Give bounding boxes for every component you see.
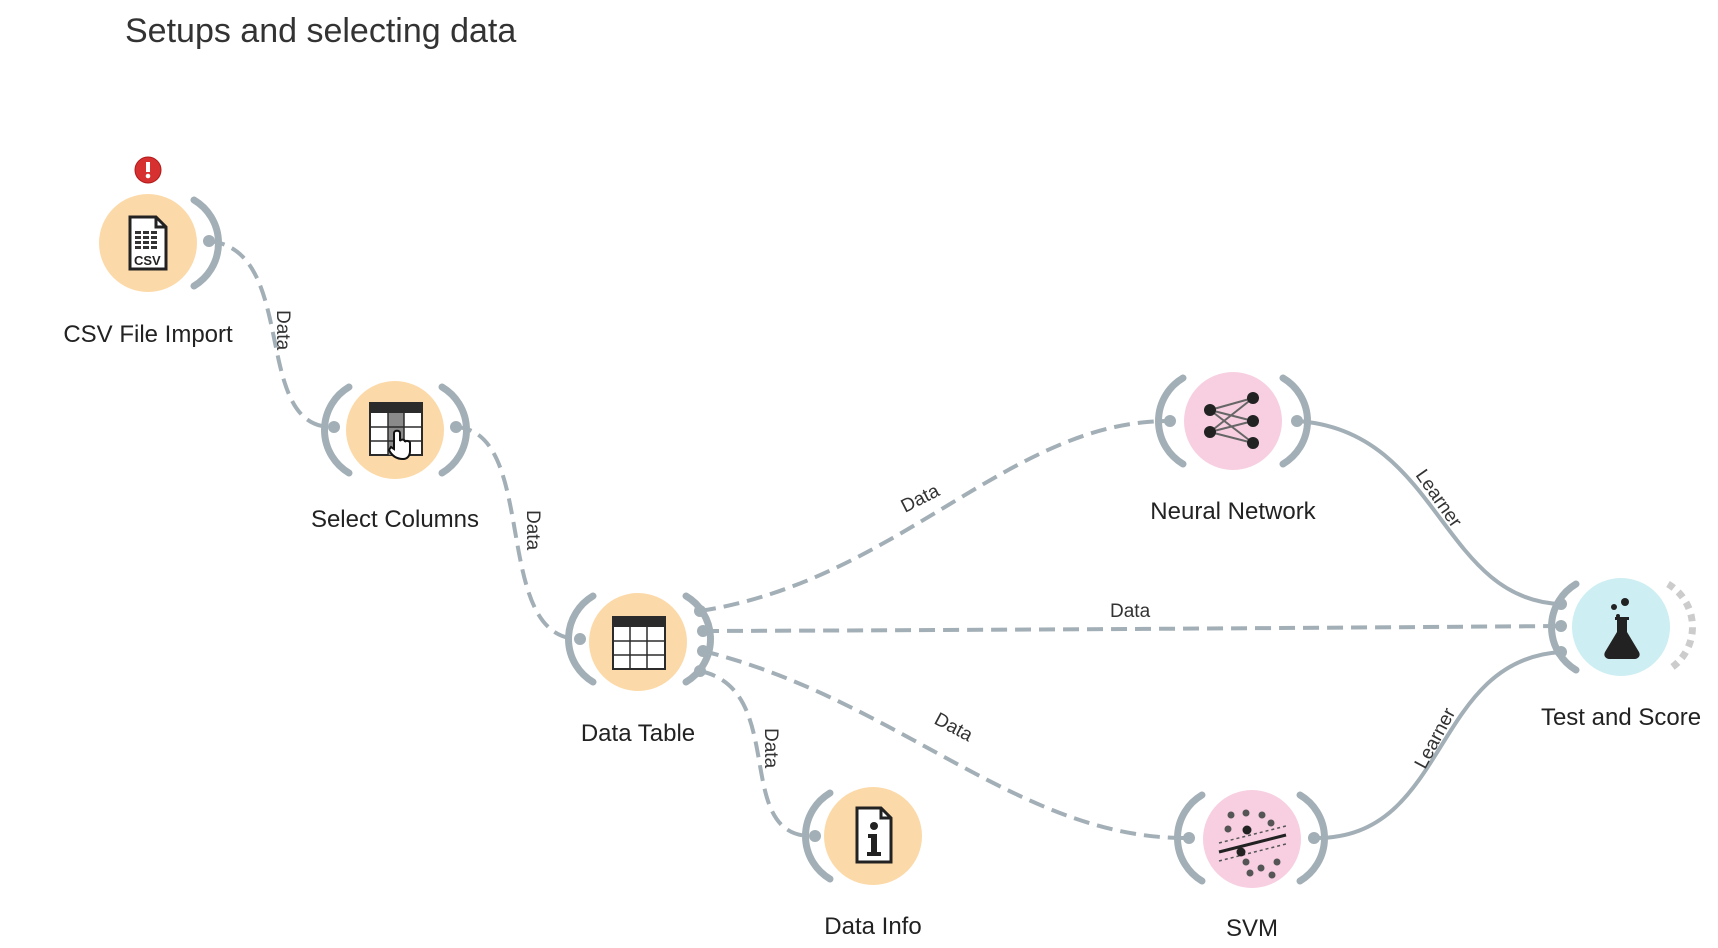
neural-network-icon [1204,392,1259,449]
annotation-title[interactable]: Setups and selecting data [125,12,516,50]
link-label: Data [272,310,293,351]
flask-icon [1604,598,1640,659]
widget-test-and-score[interactable]: Test and Score [1541,578,1701,731]
link-data-table-to-test-and-score[interactable]: Data [702,601,1562,633]
link-label: Learner [1411,704,1461,772]
widget-label: Test and Score [1541,704,1701,731]
svg-text:CSV: CSV [134,253,161,268]
link-label: Data [1110,601,1151,622]
widget-data-table[interactable]: Data Table [565,592,714,747]
link-label: Data [522,510,543,551]
widget-label: Data Info [824,913,921,940]
widget-icon-background [1184,372,1282,470]
link-select-columns-to-data-table[interactable]: Data [455,425,581,642]
link-svm-to-test-and-score[interactable]: Learner [1313,650,1562,841]
widget-label: SVM [1226,915,1278,942]
table-icon [612,616,666,670]
link-data-table-to-data-info[interactable]: Data [699,669,816,839]
widget-select-columns[interactable]: Select Columns [311,381,479,533]
svm-icon [1218,809,1287,879]
widget-label: CSV File Import [63,321,233,348]
link-neural-network-to-test-and-score[interactable]: Learner [1296,419,1562,606]
link-data-table-to-neural-network[interactable]: Data [699,418,1171,613]
csv-file-icon: CSV [128,215,168,271]
widget-neural-network[interactable]: Neural Network [1150,372,1317,525]
widget-svm[interactable]: SVM [1174,790,1328,942]
widget-csv-file-import[interactable]: CSV CSV File Import [63,156,233,348]
widget-label: Data Table [581,720,695,747]
link-label: Data [931,709,977,747]
select-columns-icon [369,402,423,461]
link-label: Data [760,728,781,769]
widget-label: Neural Network [1150,498,1316,525]
link-label: Data [898,480,944,517]
link-csv-to-select-columns[interactable]: Data [208,239,335,430]
widget-label: Select Columns [311,506,479,533]
widget-data-info[interactable]: Data Info [802,787,922,940]
link-label: Learner [1411,466,1466,532]
info-icon [855,806,893,864]
error-icon [134,156,162,184]
